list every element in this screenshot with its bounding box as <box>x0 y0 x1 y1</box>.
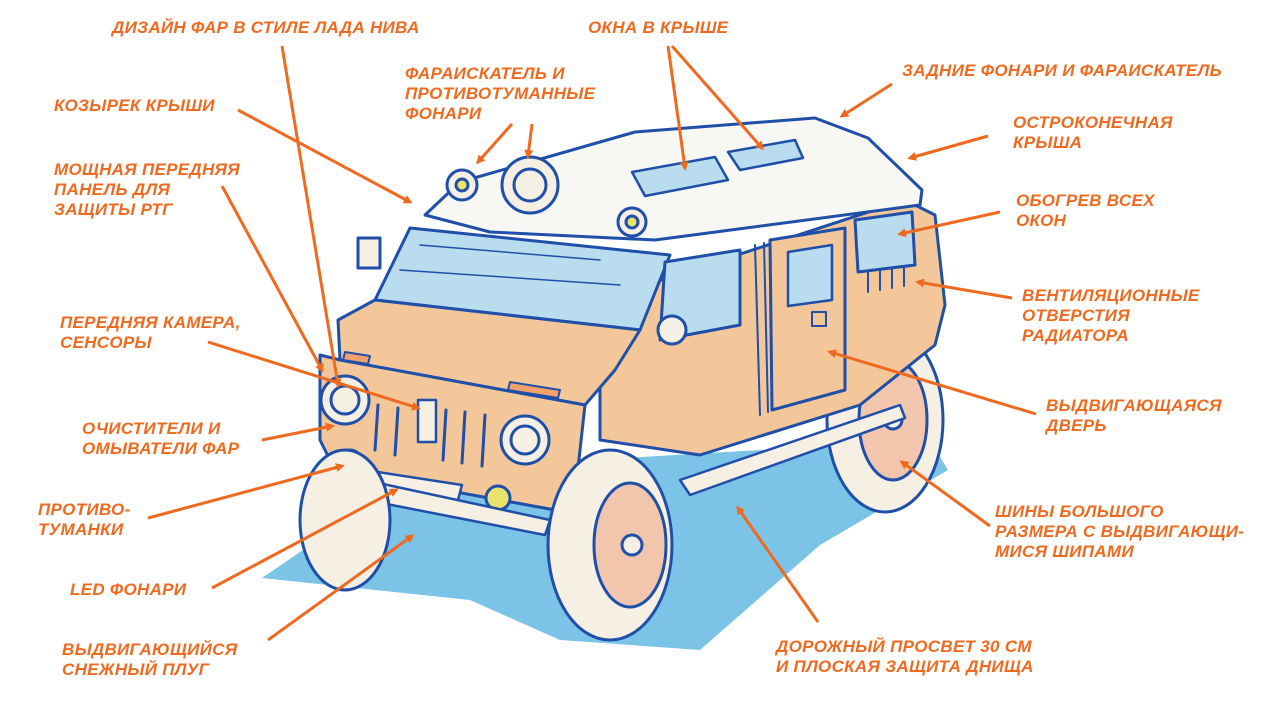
arrow-roof-window-2 <box>670 45 764 151</box>
roof-windows <box>630 138 805 198</box>
arrow-front-panel <box>220 185 324 373</box>
orange-indicator-left <box>342 351 371 365</box>
label-ground-clearance: ДОРОЖНЫЙ ПРОСВЕТ 30 СМ И ПЛОСКАЯ ЗАЩИТА … <box>776 637 1034 676</box>
label-fog-lights: ПРОТИВО- ТУМАНКИ <box>38 500 131 539</box>
label-headlight-washers: ОЧИСТИТЕЛИ И ОМЫВАТЕЛИ ФАР <box>82 419 240 458</box>
arrow-searchlight-1 <box>475 122 514 165</box>
label-roof-visor: КОЗЫРЕК КРЫШИ <box>54 96 215 115</box>
label-oversized-tires: ШИНЫ БОЛЬШОГО РАЗМЕРА С ВЫДВИГАЮЩИ- МИСЯ… <box>995 502 1245 561</box>
label-led-lights: LED ФОНАРИ <box>70 580 187 599</box>
roof-lights <box>445 155 648 238</box>
arrow-snow-plow <box>267 534 415 642</box>
left-mirror <box>356 236 382 270</box>
label-radiator-vents: ВЕНТИЛЯЦИОННЫЕ ОТВЕРСТИЯ РАДИАТОРА <box>1022 286 1200 345</box>
label-headlight-design: ДИЗАЙН ФАР В СТИЛЕ ЛАДА НИВА <box>112 18 420 37</box>
label-rear-lights: ЗАДНИЕ ФОНАРИ И ФАРАИСКАТЕЛЬ <box>902 61 1222 80</box>
label-window-heating: ОБОГРЕВ ВСЕХ ОКОН <box>1016 191 1155 230</box>
arrow-searchlight-2 <box>524 123 534 159</box>
arrow-window-heating <box>897 210 1001 238</box>
arrow-oversized-tires <box>899 460 991 528</box>
label-searchlight-fog: ФАРАИСКАТЕЛЬ И ПРОТИВОТУМАННЫЕ ФОНАРИ <box>405 64 596 123</box>
label-sliding-door: ВЫДВИГАЮЩАЯСЯ ДВЕРЬ <box>1046 396 1222 435</box>
orange-indicator-right <box>507 381 561 399</box>
arrow-roof-window-1 <box>666 45 689 171</box>
front-right-wheel <box>546 448 674 642</box>
arrow-roof-visor <box>237 108 413 204</box>
radiator-vents <box>867 265 905 293</box>
arrow-headlight-design <box>280 45 342 388</box>
headlights <box>319 374 551 466</box>
label-roof-windows: ОКНА В КРЫШЕ <box>588 18 729 37</box>
arrow-radiator-vents <box>915 278 1013 300</box>
arrow-rear-lights <box>839 82 893 118</box>
arrow-fog-lights <box>147 463 345 520</box>
label-front-panel: МОЩНАЯ ПЕРЕДНЯЯ ПАНЕЛЬ ДЛЯ ЗАЩИТЫ РТГ <box>54 160 240 219</box>
right-mirror-light <box>656 314 688 346</box>
grille <box>373 403 487 468</box>
arrow-headlight-washers <box>261 422 335 442</box>
arrow-pointed-roof <box>907 134 989 161</box>
vehicle-illustration <box>298 116 947 642</box>
label-snow-plow: ВЫДВИГАЮЩИЙСЯ СНЕЖНЫЙ ПЛУГ <box>62 640 238 679</box>
callout-arrows <box>147 45 1037 642</box>
arrow-led-lights <box>211 488 399 590</box>
side-step <box>678 403 907 497</box>
label-pointed-roof: ОСТРОКОНЕЧНАЯ КРЫША <box>1013 113 1173 152</box>
arrow-sliding-door <box>827 349 1037 416</box>
arrow-front-camera <box>207 340 421 411</box>
front-left-wheel <box>298 448 392 592</box>
label-front-camera: ПЕРЕДНЯЯ КАМЕРА, СЕНСОРЫ <box>60 313 241 352</box>
rear-side-window <box>853 210 917 274</box>
arrow-ground-clearance <box>736 505 820 623</box>
